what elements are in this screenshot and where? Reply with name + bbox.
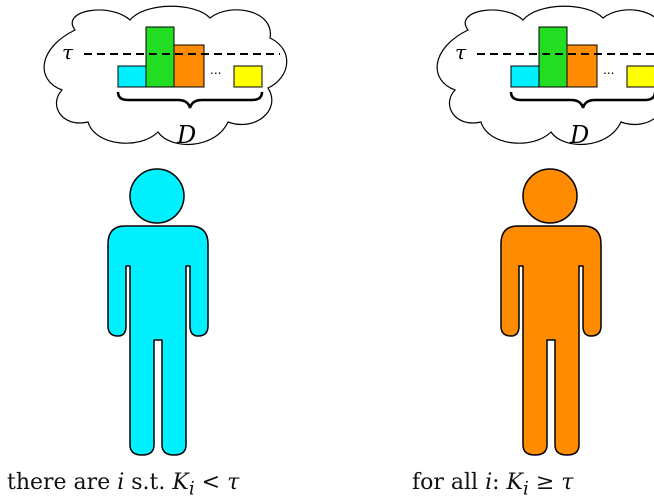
set-label: D [569,121,589,149]
histogram-bar [117,65,147,88]
caption-right: for all i: Ki ≥ τ [412,470,574,500]
histogram-bar [510,65,540,88]
histogram-bar [626,65,654,88]
person-body [107,225,209,456]
histogram-bar [566,44,598,88]
histogram-bar [173,44,205,88]
person-body [500,225,602,456]
ellipsis-label: ... [603,63,614,77]
ellipsis-label: ... [210,63,221,77]
panel-left: ... τD [43,5,288,456]
threshold-label: τ [62,40,74,64]
caption-left: there are i s.t. Ki < τ [7,470,240,500]
brace [509,91,654,109]
brace [116,91,264,109]
panel-right: ... τD [436,5,654,456]
person-head [129,168,185,224]
histogram-bar [233,65,263,88]
threshold-label: τ [455,40,467,64]
histogram-bar [538,26,568,88]
histogram-bar [145,26,175,88]
set-label: D [176,121,196,149]
person-head [522,168,578,224]
